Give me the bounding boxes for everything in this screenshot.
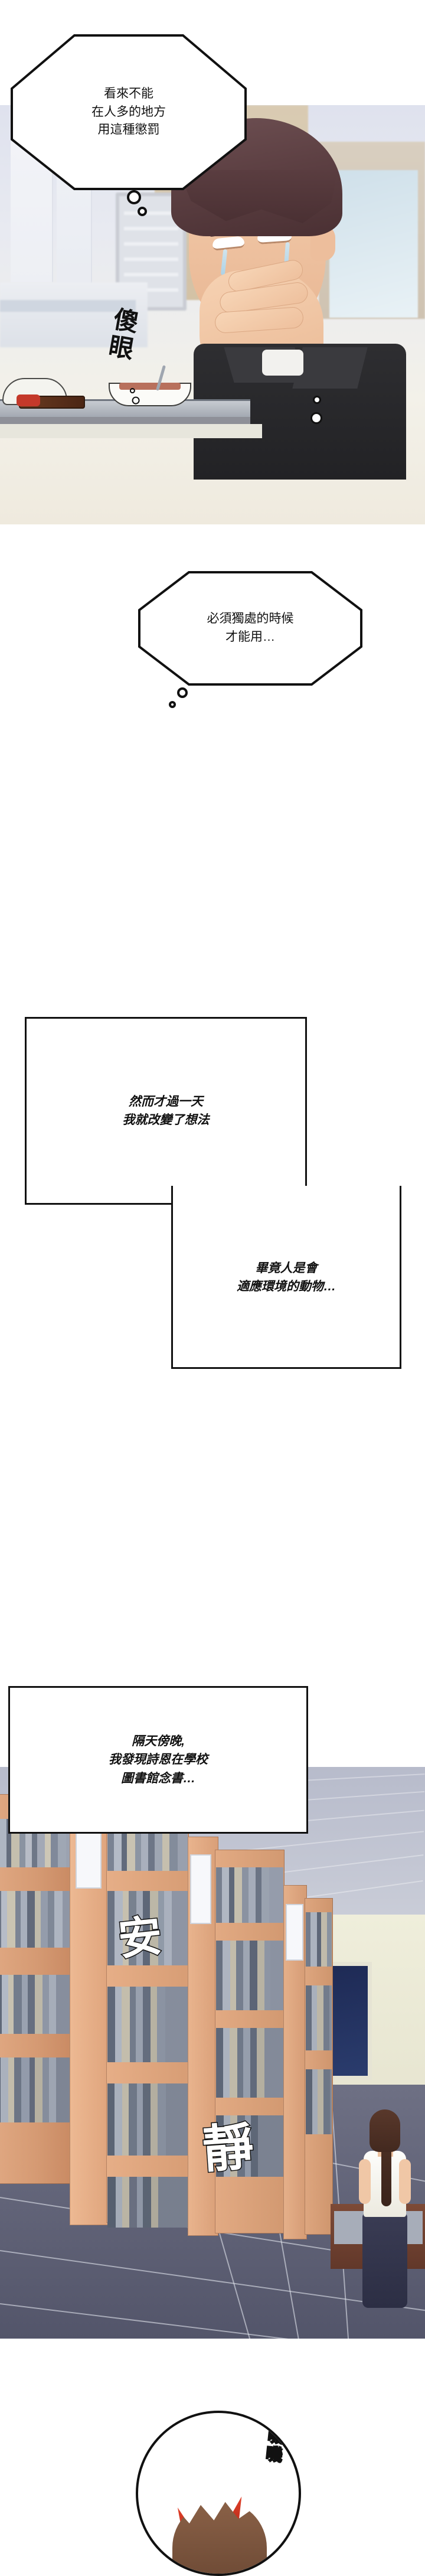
bubble-2-outline — [138, 571, 362, 686]
shelf-c-books-1 — [216, 1867, 283, 1923]
sfx-shocked-text: 傻眼 — [103, 305, 140, 364]
thought-tail-2 — [169, 687, 188, 708]
shirt-button-2 — [310, 412, 322, 424]
thought-bubble-2-text: 必須獨處的時候 才能用… — [207, 612, 294, 644]
shirt-collar-right — [292, 347, 368, 389]
thought-tail-1 — [127, 190, 147, 216]
shelf-a-books-2 — [0, 1891, 72, 1948]
sfx-quiet-an-text: 安 — [109, 1911, 165, 1965]
shelf-c-lamp — [190, 1854, 211, 1924]
girl-arm-left — [359, 2159, 371, 2204]
caption-box-3-frame — [8, 1686, 308, 1834]
thought-bubble-1: 看來不能 在人多的地方 用這種懲罰 — [11, 34, 247, 190]
girl-character — [359, 2109, 411, 2308]
caption-box-2-frame — [171, 1186, 401, 1369]
shelf-d-books-3 — [306, 2069, 332, 2134]
shelf-c-books-3 — [216, 2028, 283, 2098]
sfx-chirp-text: 嘰嘰 — [263, 2425, 286, 2465]
sfx-quiet-an: 安 — [103, 1911, 171, 1965]
shelf-a-books-4 — [0, 2057, 72, 2122]
door-glass — [329, 170, 418, 318]
girl-braid — [381, 2143, 391, 2206]
shelf-a-books-3 — [0, 1975, 72, 2034]
shelf-c-books-2 — [216, 1941, 283, 2010]
shelf-b-books-4 — [107, 2083, 188, 2156]
circle-panel: 嘰嘰 — [136, 2411, 301, 2576]
kimchi-portion — [17, 394, 40, 406]
sfx-quiet-jing-text: 靜 — [192, 2118, 254, 2178]
shelf-d-lamp — [286, 1904, 303, 1961]
caption-box-2-text: 畢竟人是會 適應環境的動物… — [237, 1261, 336, 1294]
caption-box-3: 隔天傍晚, 我發現詩恩在學校 圖書館念書… — [8, 1686, 308, 1834]
girl-arm-right — [399, 2159, 411, 2204]
shelf-b-books-2 — [107, 1891, 188, 1965]
comic-page: 傻眼 看來不能 在人多的地方 用這種懲罰 必須獨處的時候 才能用… 然而才過一天… — [0, 0, 425, 2460]
soup-liquid — [119, 383, 181, 390]
shirt-button-1 — [313, 396, 321, 404]
caption-box-1: 然而才過一天 我就改變了想法 — [25, 1017, 307, 1205]
devil-head — [172, 2502, 267, 2574]
sfx-chirp: 嘰嘰 — [260, 2425, 287, 2465]
table-surface — [0, 424, 262, 438]
caption-box-1-text: 然而才過一天 我就改變了想法 — [122, 1094, 210, 1127]
caption-box-1-frame — [25, 1017, 307, 1205]
thought-bubble-2: 必須獨處的時候 才能用… — [138, 571, 362, 686]
caption-box-3-text: 隔天傍晚, 我發現詩恩在學校 圖書館念書… — [109, 1734, 208, 1785]
undershirt — [262, 350, 303, 376]
caption-box-2: 畢竟人是會 適應環境的動物… — [171, 1186, 401, 1369]
counter — [0, 282, 148, 347]
library-panel: 安 — [0, 1767, 425, 2339]
shelf-d-books-2 — [306, 1985, 332, 2050]
shelf-c-books-4 — [216, 2115, 283, 2177]
girl-hair — [370, 2109, 400, 2152]
sfx-quiet-jing: 靜 — [185, 2118, 262, 2178]
bubble-1-outline — [11, 34, 247, 190]
shelf-b-books-3 — [107, 1987, 188, 2062]
counter-edge — [0, 300, 136, 312]
girl-skirt — [362, 2213, 407, 2308]
food-tray — [0, 365, 262, 438]
thought-bubble-1-text: 看來不能 在人多的地方 用這種懲罰 — [91, 87, 166, 137]
shelf-b-books-5 — [107, 2177, 188, 2228]
shelf-d-books-1 — [306, 1912, 332, 1967]
